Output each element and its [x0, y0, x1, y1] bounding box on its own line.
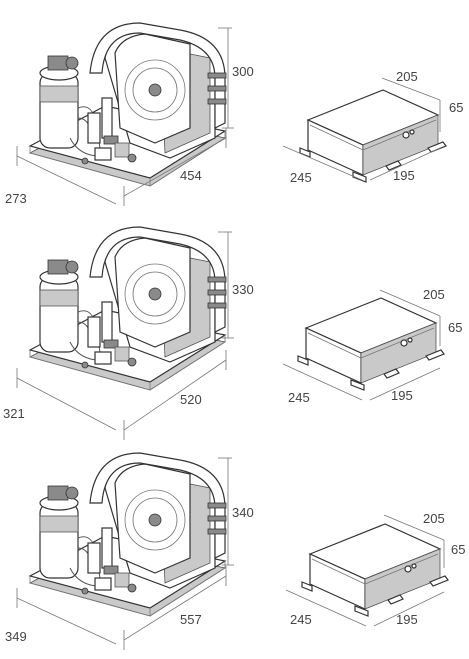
unit-width-label-1: 273 [5, 191, 27, 206]
ac-unit-drawing-3 [29, 452, 227, 617]
box-height-label-3: 65 [451, 542, 465, 557]
box-depth-label-2: 205 [423, 287, 445, 302]
box-depth-label-1: 205 [396, 69, 418, 84]
box-depth-label-3: 205 [423, 511, 445, 526]
unit-width-dimension-2 [16, 368, 117, 431]
box-height-label-1: 65 [449, 100, 463, 115]
unit-height-dimension-2 [218, 231, 234, 339]
ac-unit-drawing-2 [29, 226, 227, 391]
box-width-label-3: 245 [290, 612, 312, 627]
unit-length-dimension-2 [123, 350, 227, 440]
box-dimension-lines-1 [282, 77, 441, 181]
unit-width-label-3: 349 [5, 629, 27, 644]
unit-width-dimension-3 [16, 588, 117, 645]
unit-height-dimension-3 [218, 457, 234, 566]
unit-length-dimension-3 [123, 566, 227, 650]
unit-length-label-3: 557 [180, 612, 202, 627]
unit-height-label-2: 330 [232, 282, 254, 297]
box-length-label-1: 195 [393, 168, 415, 183]
box-length-label-3: 195 [396, 612, 418, 627]
electrical-box-drawing-1 [299, 89, 447, 183]
box-width-label-1: 245 [290, 170, 312, 185]
electrical-box-drawing-3 [301, 523, 449, 617]
unit-width-dimension-1 [16, 146, 117, 205]
box-dimension-lines-3 [285, 514, 445, 627]
box-width-label-2: 245 [288, 390, 310, 405]
unit-length-label-2: 520 [180, 392, 202, 407]
box-length-label-2: 195 [391, 388, 413, 403]
unit-width-label-2: 321 [3, 406, 25, 421]
box-dimension-lines-2 [282, 289, 441, 401]
box-height-label-2: 65 [448, 320, 462, 335]
unit-height-label-3: 340 [232, 505, 254, 520]
ac-unit-drawing-1 [29, 22, 227, 187]
unit-height-label-1: 300 [232, 64, 254, 79]
unit-height-dimension-1 [218, 27, 234, 129]
unit-length-label-1: 454 [180, 168, 202, 183]
unit-length-dimension-1 [123, 128, 227, 206]
